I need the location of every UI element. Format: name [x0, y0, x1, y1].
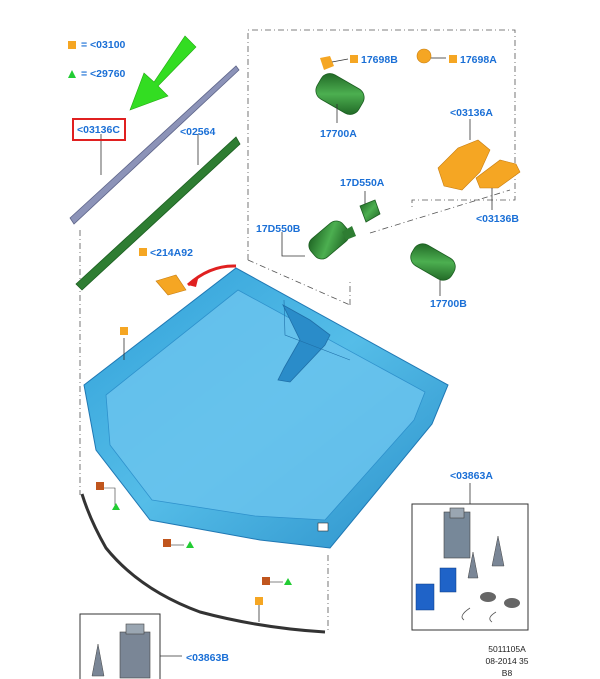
- green-pointer-arrow: [129, 35, 197, 111]
- windshield-glass: [83, 267, 449, 549]
- bracket-03136b: [475, 159, 521, 210]
- label-03136a: <03136A: [450, 107, 493, 119]
- bracket-03136a: [437, 119, 491, 191]
- legend-square-icon: [68, 41, 76, 49]
- footer-rev: B8: [501, 668, 513, 678]
- footer-ref: 5011105A 08-2014 35 B8: [474, 643, 540, 679]
- legend-square-text: = <03100: [81, 39, 126, 51]
- square-marker: [139, 248, 147, 256]
- square-marker: [350, 55, 358, 63]
- label-02564: <02564: [180, 126, 216, 138]
- label-17698b: 17698B: [361, 54, 398, 66]
- label-17d550b: 17D550B: [256, 223, 301, 235]
- adhesive-kit-03863a: [411, 483, 529, 631]
- label-17698a: 17698A: [460, 54, 497, 66]
- label-17700b: 17700B: [430, 298, 467, 310]
- sensor-17d550a: [359, 191, 381, 223]
- legend-triangle-text: = <29760: [81, 68, 126, 80]
- bracket-17698a: [416, 48, 446, 64]
- label-17700a: 17700A: [320, 128, 357, 140]
- label-03863a: <03863A: [450, 470, 493, 482]
- label-03863b: <03863B: [186, 652, 229, 664]
- footer-date: 08-2014 35: [485, 656, 529, 666]
- footer-code: 5011105A: [488, 644, 526, 654]
- dash-dot-guide-lines: [79, 29, 516, 630]
- square-marker: [120, 327, 128, 335]
- rearview-mirror-17700a: [315, 56, 365, 123]
- lower-seal: [80, 493, 326, 634]
- rearview-mirror-17700b: [410, 243, 456, 296]
- adhesive-kit-03863b: [79, 613, 182, 679]
- bracket-214a92: [155, 274, 187, 296]
- legend-triangle-icon: [68, 70, 76, 78]
- label-17d550a: 17D550A: [340, 177, 385, 189]
- label-03136c: <03136C: [77, 124, 120, 136]
- label-03136b: <03136B: [476, 213, 519, 225]
- square-marker: [449, 55, 457, 63]
- label-214a92: <214A92: [150, 247, 193, 259]
- highlight-box: [72, 118, 126, 141]
- lower-clips: [96, 482, 292, 622]
- green-cowl-molding: [75, 134, 241, 291]
- mirror-17d550b: [281, 220, 356, 260]
